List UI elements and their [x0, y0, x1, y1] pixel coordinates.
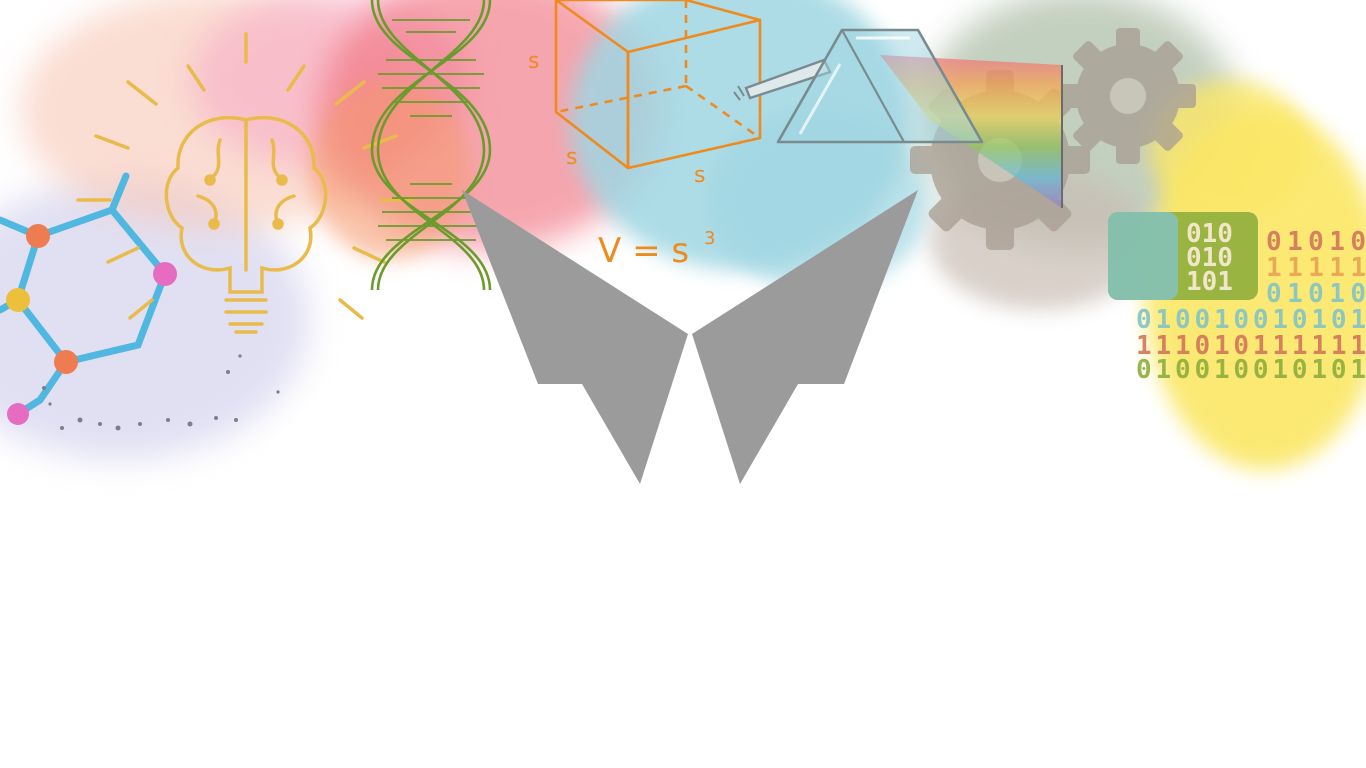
logo-right-wing: [692, 190, 918, 484]
yellow-wash-2: [1150, 80, 1310, 220]
logo: [462, 190, 918, 484]
lavender-wash: [0, 180, 310, 460]
binary-block-line: 101: [1186, 267, 1233, 297]
volume-formula-exponent: 3: [704, 228, 715, 249]
prism-icon: [733, 28, 1063, 208]
ink-speckles: [42, 354, 280, 431]
molecule-icon: [0, 172, 177, 425]
logo-left-wing: [462, 190, 688, 484]
binary-block-line: 010: [1186, 243, 1233, 273]
binary-block-line: 010: [1186, 219, 1233, 249]
orange-wash: [310, 80, 470, 260]
cube-edge-label: s: [694, 163, 705, 188]
cube-icon: [554, 0, 762, 170]
lightbulb-brain-icon: [76, 32, 414, 334]
dna-helix-icon: [370, 0, 492, 291]
cube-edge-label: s: [528, 49, 539, 74]
cube-labels: s s s V = s 3: [528, 49, 715, 271]
volume-formula: V = s: [598, 231, 689, 271]
cube-edge-label: s: [566, 145, 577, 170]
